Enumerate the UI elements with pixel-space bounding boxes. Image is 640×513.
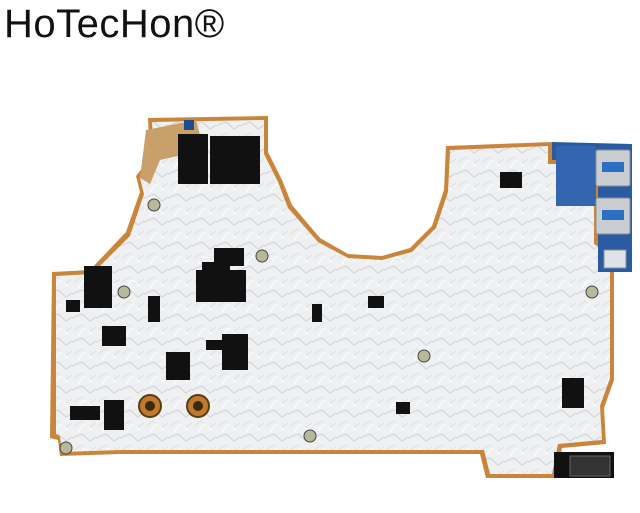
black-chips xyxy=(66,134,614,478)
copper-standoffs xyxy=(138,394,210,418)
brand-logo-text: HoTecHon® xyxy=(4,2,225,46)
io-board-section xyxy=(556,146,596,206)
blue-component xyxy=(184,120,194,130)
usb-port-top xyxy=(595,149,631,187)
mounting-holes xyxy=(59,198,599,455)
chip-grid xyxy=(569,455,611,477)
board-foil xyxy=(56,120,610,474)
dc-jack xyxy=(603,249,627,269)
usb-port-bottom xyxy=(595,197,631,235)
